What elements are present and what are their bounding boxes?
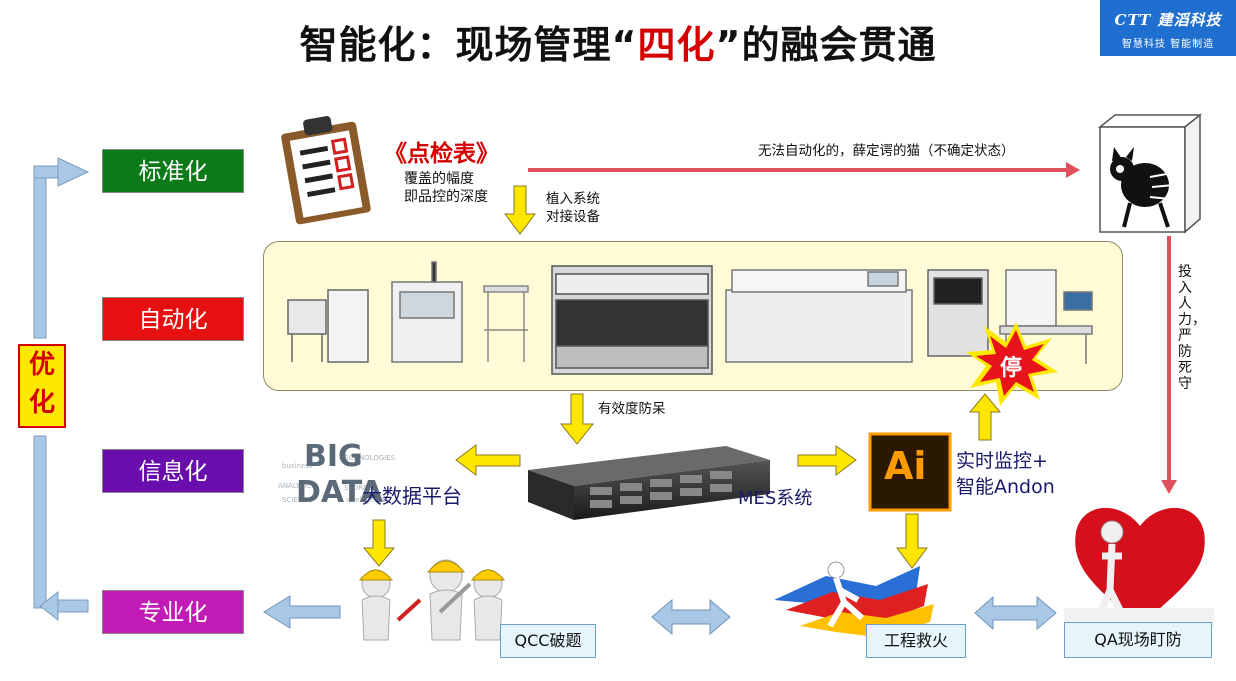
- svg-text:intelligence: intelligence: [346, 496, 387, 504]
- svg-text:SCIENCE: SCIENCE: [282, 496, 312, 504]
- mes-label: MES系统: [738, 488, 813, 509]
- stop-burst-icon: [966, 322, 1058, 406]
- level-standardize: 标准化: [102, 149, 244, 193]
- bigdata-cloud-icon: business TECHNOLOGIES ANALYTICS STORAGE SC…: [278, 454, 396, 504]
- server-icon: [528, 446, 770, 520]
- svg-text:TECHNOLOGIES: TECHNOLOGIES: [339, 454, 396, 462]
- page-title: 智能化：现场管理“四化”的融会贯通: [299, 23, 937, 67]
- bigdata-label: 大数据平台: [362, 484, 462, 508]
- aoi-machine: [927, 269, 989, 357]
- implant-note: 植入系统对接设备: [546, 191, 600, 225]
- stop-label: 停: [1000, 356, 1023, 381]
- qcc-label: QCC破题: [500, 624, 596, 658]
- ai-logo-text: Ai: [884, 444, 927, 488]
- svg-text:ANALYTICS: ANALYTICS: [278, 482, 316, 490]
- workstation: [483, 285, 529, 362]
- optimize-loop-arrows: [33, 157, 90, 622]
- svg-text:business: business: [282, 462, 313, 470]
- reflow-oven: [725, 269, 913, 363]
- tester-machine: [999, 269, 1093, 364]
- company-logo: CTT 建滔科技 智慧科技 智能制造: [1100, 0, 1236, 56]
- ai-note: 实时监控+智能Andon: [956, 450, 1055, 498]
- manpower-note: 投入人力，严防死守: [1178, 264, 1206, 392]
- pick-place-machine: [551, 265, 713, 375]
- qa-label: QA现场盯防: [1064, 622, 1212, 658]
- manpower-arrow: [1161, 236, 1177, 494]
- bigdata-word-big: BIG: [304, 439, 363, 474]
- cat-arrow: [528, 162, 1080, 178]
- cat-box-icon: [1097, 113, 1203, 234]
- checklist-title: 《点检表》: [384, 141, 499, 167]
- qcc-workers-icon: [358, 559, 506, 641]
- svg-text:STORAGE: STORAGE: [344, 484, 377, 492]
- checklist-note: 覆盖的幅度即品控的深度: [404, 171, 488, 205]
- level-specialize: 专业化: [102, 590, 244, 634]
- firefight-runner-icon: [774, 561, 934, 638]
- logo-slogan: 智慧科技 智能制造: [1121, 39, 1215, 50]
- loader-machine: [287, 289, 369, 363]
- cat-note: 无法自动化的，薛定谔的猫（不确定状态）: [758, 143, 1015, 159]
- firefight-label: 工程救火: [866, 624, 966, 658]
- foolproof-note: 有效度防呆: [598, 401, 666, 417]
- logo-name: CTT 建滔科技: [1114, 11, 1222, 29]
- level-informatize: 信息化: [102, 449, 244, 493]
- level-automate: 自动化: [102, 297, 244, 341]
- blue-arrows: [263, 595, 1057, 636]
- printer-machine: [391, 261, 463, 363]
- qa-heart-icon: [1064, 507, 1214, 628]
- ai-logo-icon: [868, 432, 952, 512]
- yellow-arrows: [362, 185, 1002, 569]
- optimize-box: 优化: [18, 344, 66, 428]
- bigdata-word-data: DATA: [296, 475, 384, 510]
- equipment-machines: [287, 261, 1093, 375]
- clipboard-icon: [281, 116, 371, 225]
- title-highlight: 四化: [637, 23, 716, 67]
